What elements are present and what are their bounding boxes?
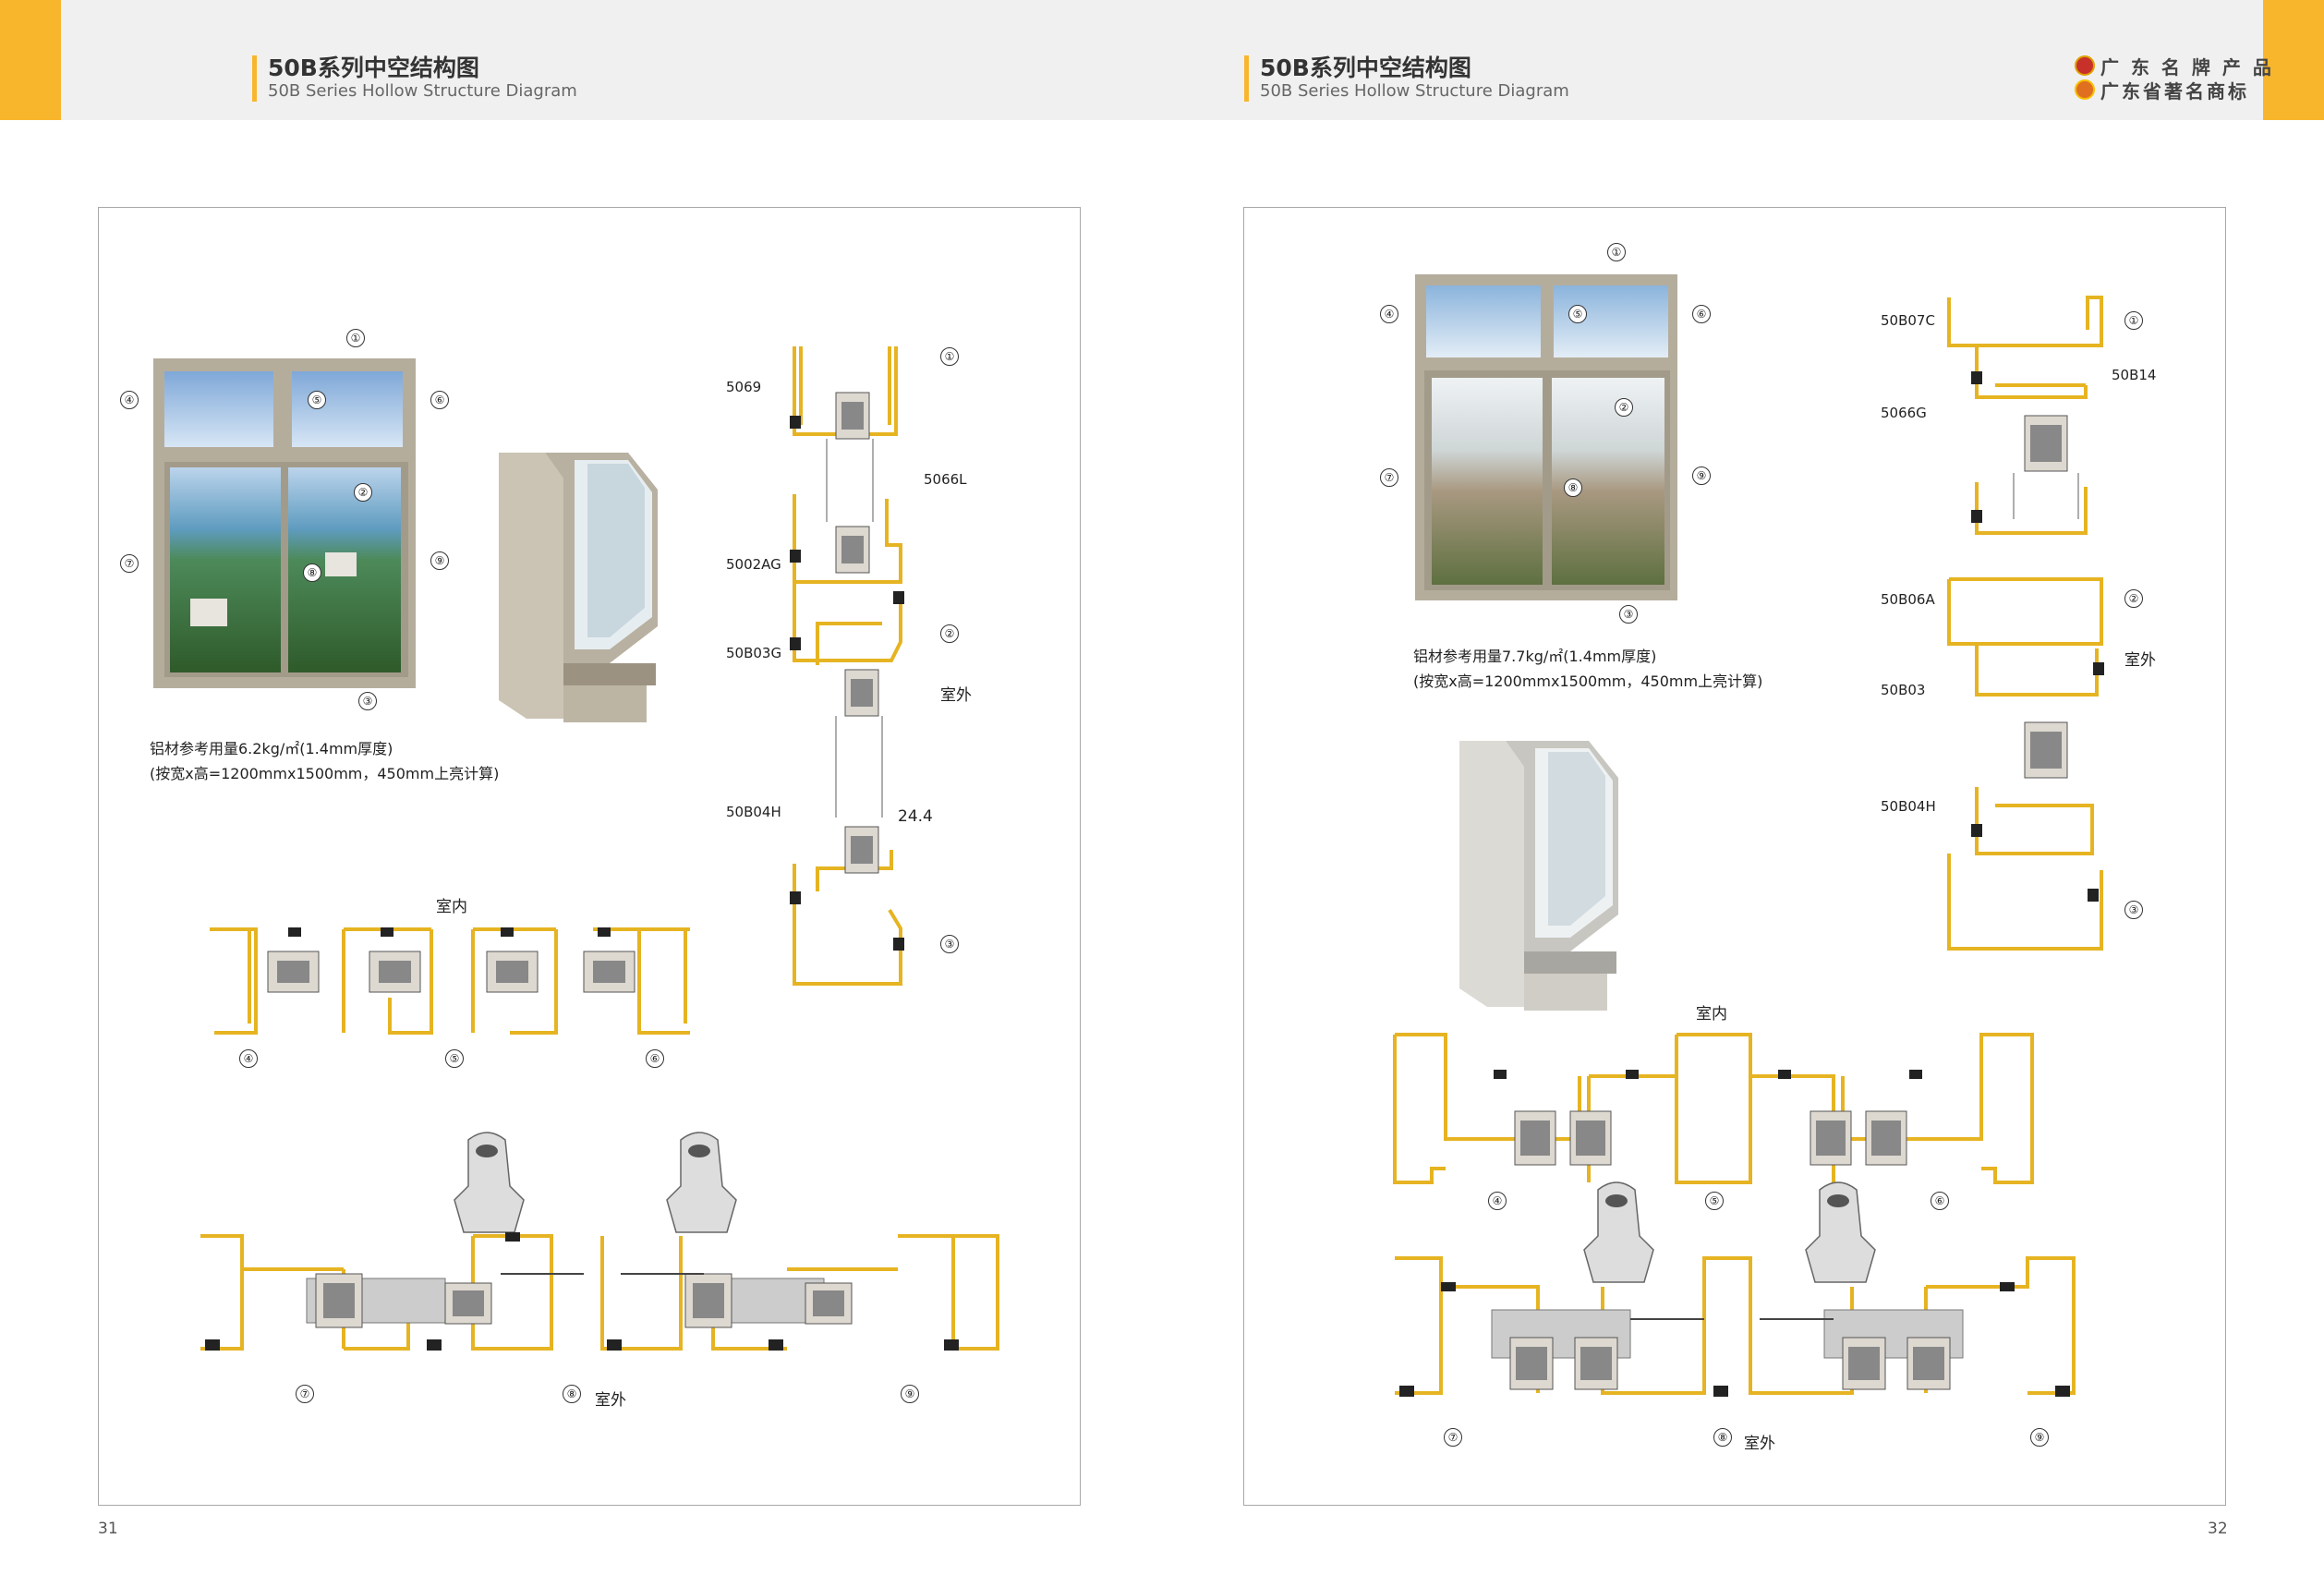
- right-accent-bar: [2263, 0, 2324, 120]
- right-label-50B14: 50B14: [2112, 367, 2157, 383]
- right-title-block: 50B系列中空结构图 50B Series Hollow Structure D…: [1244, 55, 1569, 102]
- right-corner-profile-render: [1459, 741, 1618, 1011]
- left-window-marker-2: ②: [354, 483, 372, 502]
- right-outdoor-label: 室外: [2124, 651, 2156, 670]
- right-window-marker-2: ②: [1615, 398, 1633, 417]
- left-corner-profile-render: [499, 453, 658, 722]
- left-hsec-marker-4: ④: [239, 1049, 258, 1068]
- right-note-line1: 铝材参考用量7.7kg/㎡(1.4mm厚度): [1413, 648, 1657, 665]
- right-section-marker-1: ①: [2124, 311, 2143, 330]
- left-dimension: 24.4: [898, 807, 933, 826]
- right-vertical-section: [1947, 296, 2104, 951]
- left-title-block: 50B系列中空结构图 50B Series Hollow Structure D…: [252, 55, 577, 102]
- left-label-50B04H: 50B04H: [726, 804, 781, 820]
- left-label-50B03G: 50B03G: [726, 645, 782, 661]
- left-title: 50B系列中空结构图: [268, 55, 479, 81]
- left-window-marker-8: ⑧: [303, 563, 321, 582]
- right-window-marker-8: ⑧: [1564, 479, 1582, 497]
- left-outdoor-label-bottom: 室外: [595, 1391, 626, 1410]
- left-note-line1: 铝材参考用量6.2kg/㎡(1.4mm厚度): [150, 740, 393, 757]
- left-window-marker-3: ③: [358, 692, 377, 710]
- left-window-elevation: [153, 358, 416, 688]
- right-hsec-marker-6: ⑥: [1931, 1192, 1949, 1210]
- left-hsec-marker-8: ⑧: [563, 1385, 581, 1403]
- left-section-marker-2: ②: [940, 624, 959, 643]
- right-title: 50B系列中空结构图: [1260, 55, 1471, 81]
- right-window-marker-9: ⑨: [1692, 466, 1711, 485]
- right-section-marker-3: ③: [2124, 901, 2143, 919]
- right-label-5066G: 5066G: [1881, 405, 1927, 421]
- right-note-line2: (按宽x高=1200mmx1500mm，450mm上亮计算): [1413, 672, 1763, 690]
- left-vertical-section: [790, 346, 904, 986]
- right-window-marker-5: ⑤: [1568, 305, 1587, 323]
- left-note: 铝材参考用量6.2kg/㎡(1.4mm厚度) (按宽x高=1200mmx1500…: [150, 736, 499, 786]
- right-window-marker-6: ⑥: [1692, 305, 1711, 323]
- left-note-line2: (按宽x高=1200mmx1500mm，450mm上亮计算): [150, 765, 500, 782]
- right-panel: [1243, 207, 2226, 1506]
- right-outdoor-label-bottom: 室外: [1744, 1435, 1775, 1453]
- left-label-5002AG: 5002AG: [726, 556, 781, 573]
- left-window-marker-4: ④: [120, 391, 139, 409]
- left-window-marker-6: ⑥: [430, 391, 449, 409]
- left-outdoor-label: 室外: [940, 686, 972, 705]
- left-indoor-label: 室内: [436, 898, 467, 916]
- right-hsec-marker-4: ④: [1488, 1192, 1507, 1210]
- right-subtitle: 50B Series Hollow Structure Diagram: [1260, 81, 1569, 101]
- right-horizontal-section-bottom: [1395, 1181, 2076, 1397]
- right-window-marker-3: ③: [1619, 605, 1638, 624]
- right-window-marker-4: ④: [1380, 305, 1398, 323]
- brand-line-1: 广 东 名 牌 产 品: [2100, 55, 2274, 79]
- right-label-50B07C: 50B07C: [1881, 312, 1935, 329]
- right-horizontal-section-top: [1393, 1033, 2034, 1184]
- left-window-marker-7: ⑦: [120, 554, 139, 573]
- right-indoor-label: 室内: [1696, 1005, 1727, 1024]
- right-section-marker-2: ②: [2124, 589, 2143, 608]
- left-window-marker-5: ⑤: [308, 391, 326, 409]
- right-label-50B06A: 50B06A: [1881, 591, 1935, 608]
- left-hsec-marker-7: ⑦: [296, 1385, 314, 1403]
- left-hsec-marker-9: ⑨: [901, 1385, 919, 1403]
- left-label-5069: 5069: [726, 379, 762, 395]
- right-note: 铝材参考用量7.7kg/㎡(1.4mm厚度) (按宽x高=1200mmx1500…: [1413, 644, 1762, 694]
- left-accent-bar: [0, 0, 61, 120]
- left-panel: [98, 207, 1081, 1506]
- right-hsec-marker-7: ⑦: [1444, 1428, 1462, 1447]
- left-horizontal-section-top: [210, 927, 690, 1035]
- left-subtitle: 50B Series Hollow Structure Diagram: [268, 81, 577, 101]
- right-label-50B04H: 50B04H: [1881, 798, 1936, 815]
- left-horizontal-section-bottom: [200, 1132, 999, 1351]
- left-window-marker-9: ⑨: [430, 551, 449, 570]
- right-window-marker-1: ①: [1607, 243, 1626, 261]
- right-window-marker-7: ⑦: [1380, 468, 1398, 487]
- left-window-marker-1: ①: [346, 329, 365, 347]
- right-hsec-marker-8: ⑧: [1713, 1428, 1732, 1447]
- left-hsec-marker-6: ⑥: [646, 1049, 664, 1068]
- right-hsec-marker-5: ⑤: [1705, 1192, 1724, 1210]
- brand-seal-icon: [2075, 55, 2095, 76]
- left-section-marker-1: ①: [940, 347, 959, 366]
- right-hsec-marker-9: ⑨: [2030, 1428, 2049, 1447]
- left-section-marker-3: ③: [940, 935, 959, 953]
- brand-badges: 广 东 名 牌 产 品 广东省著名商标: [2075, 54, 2274, 103]
- right-page-number: 32: [2208, 1520, 2228, 1538]
- trademark-seal-icon: [2075, 79, 2095, 100]
- left-page-number: 31: [98, 1520, 118, 1538]
- right-window-elevation: [1415, 274, 1677, 600]
- brand-line-2: 广东省著名商标: [2100, 79, 2249, 103]
- left-hsec-marker-5: ⑤: [445, 1049, 464, 1068]
- right-label-50B03: 50B03: [1881, 682, 1926, 698]
- left-label-5066L: 5066L: [924, 471, 967, 488]
- page-header: 50B系列中空结构图 50B Series Hollow Structure D…: [0, 0, 2324, 120]
